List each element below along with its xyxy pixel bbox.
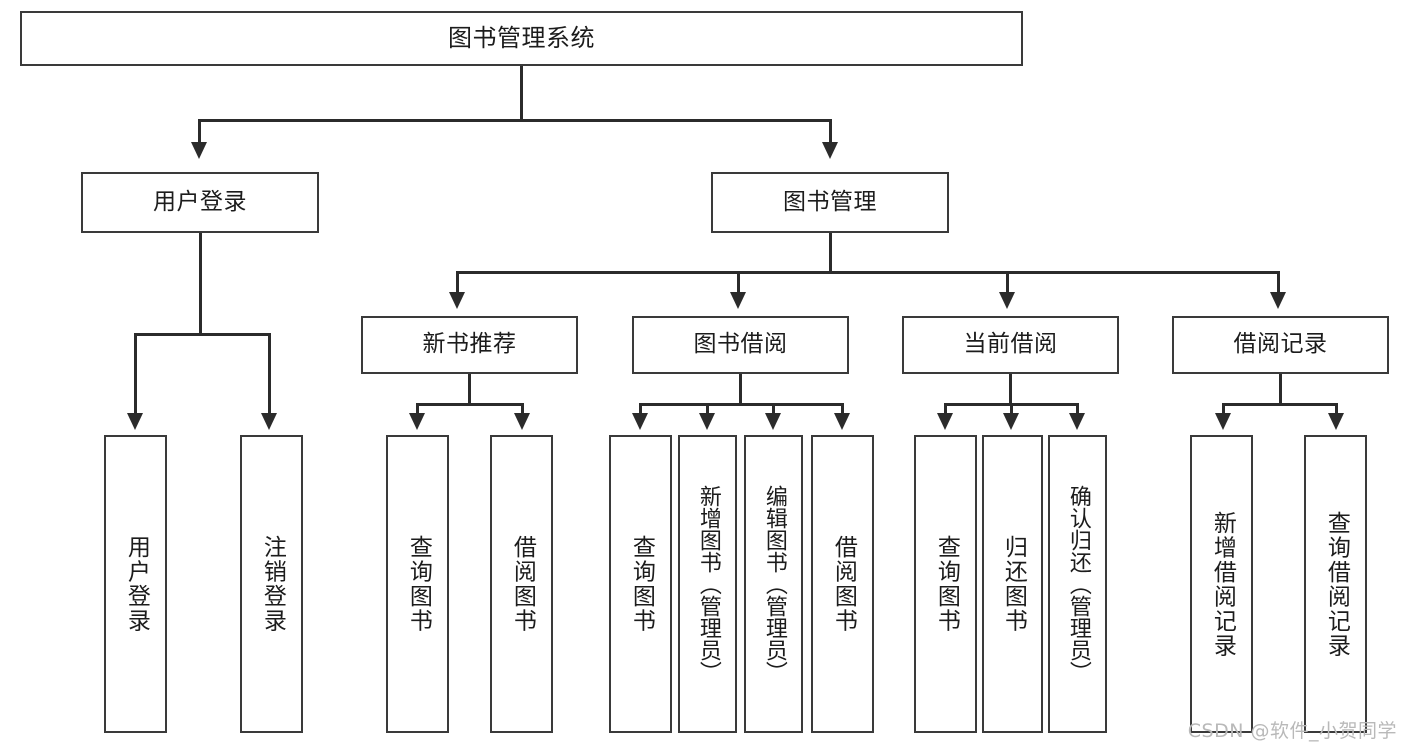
connector-current-to-leaf10: [1010, 403, 1013, 415]
node-leaf-return-book[interactable]: 归还图书: [982, 435, 1043, 733]
connector-borrow-to-leaf8: [841, 403, 844, 415]
connector-current-to-leaf11: [1076, 403, 1079, 415]
connector-login-to-leaf1: [134, 333, 137, 415]
node-root-system[interactable]: 图书管理系统: [20, 11, 1023, 66]
connector-borrow-to-leaf7: [772, 403, 775, 415]
arrow-login-to-leaf2: [261, 413, 277, 430]
node-label: 图书借阅: [693, 331, 788, 358]
connector-root-to-login: [198, 119, 201, 144]
connector-bookmgmt-to-records: [1277, 271, 1280, 294]
node-new-book-recommend[interactable]: 新书推荐: [361, 316, 578, 374]
node-label: 查询图书: [405, 535, 432, 633]
arrow-bookmgmt-to-current: [999, 292, 1015, 309]
arrow-borrow-to-leaf6: [699, 413, 715, 430]
node-label: 归还图书: [1000, 535, 1027, 633]
connector-login-stem: [199, 233, 202, 335]
arrow-borrow-to-leaf5: [632, 413, 648, 430]
node-leaf-query-borrow-record[interactable]: 查询借阅记录: [1304, 435, 1367, 733]
node-label: 图书管理: [783, 188, 877, 215]
arrow-records-to-leaf12: [1215, 413, 1231, 430]
node-label: 注销登录: [259, 535, 286, 633]
arrow-newbook-to-leaf3: [409, 413, 425, 430]
connector-borrow-stem: [739, 374, 742, 405]
connector-borrow-to-leaf5: [639, 403, 642, 415]
connector-login-bus: [134, 333, 271, 336]
node-label: 用户登录: [123, 535, 150, 633]
node-leaf-edit-book-admin[interactable]: 编辑图书（管理员）: [744, 435, 803, 733]
connector-bookmgmt-stem: [829, 233, 832, 273]
arrow-borrow-to-leaf8: [834, 413, 850, 430]
node-book-borrow[interactable]: 图书借阅: [632, 316, 849, 374]
node-current-borrow[interactable]: 当前借阅: [902, 316, 1119, 374]
node-label: 编辑图书（管理员）: [761, 485, 787, 683]
node-leaf-add-borrow-record[interactable]: 新增借阅记录: [1190, 435, 1253, 733]
node-leaf-borrow-book-newbook[interactable]: 借阅图书: [490, 435, 553, 733]
arrow-login-to-leaf1: [127, 413, 143, 430]
arrow-bookmgmt-to-borrow: [730, 292, 746, 309]
node-book-management[interactable]: 图书管理: [711, 172, 949, 233]
arrow-root-to-bookmgmt: [822, 142, 838, 159]
node-borrow-records[interactable]: 借阅记录: [1172, 316, 1389, 374]
connector-bookmgmt-to-newbook: [456, 271, 459, 294]
connector-bookmgmt-bus: [456, 271, 1280, 274]
connector-borrow-bus: [639, 403, 844, 406]
node-leaf-logout[interactable]: 注销登录: [240, 435, 303, 733]
connector-root-bus: [198, 119, 832, 122]
node-label: 借阅图书: [830, 535, 857, 633]
connector-newbook-to-leaf3: [416, 403, 419, 415]
connector-newbook-to-leaf4: [521, 403, 524, 415]
connector-newbook-stem: [468, 374, 471, 405]
arrow-current-to-leaf10: [1003, 413, 1019, 430]
node-leaf-borrow-book-borrow[interactable]: 借阅图书: [811, 435, 874, 733]
node-leaf-add-book-admin[interactable]: 新增图书（管理员）: [678, 435, 737, 733]
node-leaf-query-book-current[interactable]: 查询图书: [914, 435, 977, 733]
connector-root-stem: [520, 66, 523, 121]
connector-borrow-to-leaf6: [706, 403, 709, 415]
connector-records-to-leaf13: [1335, 403, 1338, 415]
node-leaf-query-book-borrow[interactable]: 查询图书: [609, 435, 672, 733]
node-label: 查询图书: [628, 535, 655, 633]
arrow-current-to-leaf11: [1069, 413, 1085, 430]
connector-records-stem: [1279, 374, 1282, 405]
node-label: 新增图书（管理员）: [695, 485, 721, 683]
arrow-newbook-to-leaf4: [514, 413, 530, 430]
connector-newbook-bus: [416, 403, 524, 406]
connector-records-bus: [1222, 403, 1338, 406]
connector-current-stem: [1009, 374, 1012, 405]
node-label: 用户登录: [153, 188, 247, 215]
arrow-root-to-login: [191, 142, 207, 159]
node-label: 新书推荐: [422, 331, 517, 358]
arrow-records-to-leaf13: [1328, 413, 1344, 430]
connector-bookmgmt-to-borrow: [737, 271, 740, 294]
node-label: 查询借阅记录: [1323, 510, 1350, 658]
node-leaf-query-book-newbook[interactable]: 查询图书: [386, 435, 449, 733]
node-label: 借阅图书: [509, 535, 536, 633]
node-user-login[interactable]: 用户登录: [81, 172, 319, 233]
connector-current-to-leaf9: [944, 403, 947, 415]
arrow-bookmgmt-to-newbook: [449, 292, 465, 309]
node-label: 查询图书: [933, 535, 960, 633]
node-label: 图书管理系统: [448, 24, 595, 53]
connector-root-to-bookmgmt: [829, 119, 832, 144]
connector-login-to-leaf2: [268, 333, 271, 415]
node-label: 确认归还（管理员）: [1065, 485, 1091, 683]
arrow-bookmgmt-to-records: [1270, 292, 1286, 309]
arrow-current-to-leaf9: [937, 413, 953, 430]
node-leaf-confirm-return-admin[interactable]: 确认归还（管理员）: [1048, 435, 1107, 733]
connector-bookmgmt-to-current: [1006, 271, 1009, 294]
node-leaf-user-login[interactable]: 用户登录: [104, 435, 167, 733]
arrow-borrow-to-leaf7: [765, 413, 781, 430]
node-label: 借阅记录: [1233, 331, 1328, 358]
connector-records-to-leaf12: [1222, 403, 1225, 415]
node-label: 当前借阅: [963, 331, 1058, 358]
node-label: 新增借阅记录: [1209, 510, 1236, 658]
